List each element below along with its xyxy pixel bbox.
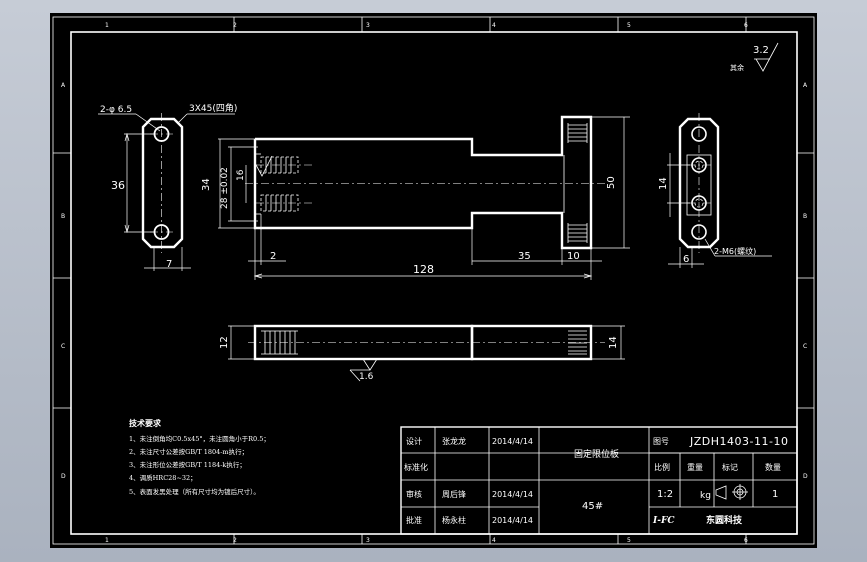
tb-design-name: 张龙龙 — [442, 436, 466, 446]
top-dim-14: 14 — [608, 336, 619, 349]
dim-36: 36 — [111, 179, 125, 192]
zone-bottom-6: 6 — [744, 537, 748, 544]
zone-bottom-4: 4 — [492, 537, 496, 544]
tech-req-item-1: 1、未注倒角均C0.5x45°，未注圆角小于R0.5； — [129, 434, 270, 443]
zone-top-4: 4 — [492, 22, 496, 29]
tb-qty-label: 数量 — [765, 462, 781, 472]
tb-weight-unit: kg — [700, 491, 711, 501]
dim-50: 50 — [606, 176, 617, 189]
tb-drawing-no-label: 图号 — [653, 437, 669, 446]
zone-bottom-1: 1 — [105, 537, 109, 544]
zone-ticks — [53, 17, 814, 544]
technical-requirements: 技术要求 1、未注倒角均C0.5x45°，未注圆角小于R0.5； 2、未注尺寸公… — [129, 418, 270, 496]
zone-top-2: 2 — [233, 22, 237, 29]
dim-34: 34 — [201, 178, 212, 191]
zone-top-5: 5 — [627, 22, 631, 29]
tb-qty: 1 — [772, 489, 778, 500]
title-block: 设计 张龙龙 2014/4/14 标准化 审核 周后锋 2014/4/14 批准… — [400, 426, 798, 535]
top-dim-12: 12 — [219, 336, 230, 349]
surface-finish-label: 其余 — [730, 63, 744, 72]
zone-bottom-5: 5 — [627, 537, 631, 544]
tb-company-name: 东圆科技 — [706, 514, 743, 526]
drawing-sheet: 1 2 3 4 5 6 1 2 3 4 5 6 A B C D A B C D … — [50, 13, 817, 548]
tb-drawing-no: JZDH1403-11-10 — [689, 435, 788, 448]
tb-design-label: 设计 — [406, 436, 422, 446]
zone-bottom-3: 3 — [366, 537, 370, 544]
dim-7: 7 — [166, 259, 172, 270]
tech-req-item-4: 4、调质HRC28~32； — [129, 473, 197, 482]
left-side-view: 2-φ 6.5 3X45(四角) 36 7 — [98, 102, 237, 271]
front-right-counterbore — [567, 123, 588, 243]
front-view: 34 28 ±0.02 16 50 2 35 10 128 — [201, 115, 630, 280]
dim-2: 2 — [270, 251, 276, 262]
dim-35: 35 — [518, 251, 531, 262]
tb-design-date: 2014/4/14 — [492, 437, 533, 446]
tb-approve-name: 杨永柱 — [442, 515, 466, 525]
projection-symbol — [715, 484, 748, 500]
zone-top-1: 1 — [105, 22, 109, 29]
zone-bottom-2: 2 — [233, 537, 237, 544]
left-view-outline — [141, 117, 184, 249]
zone-left-d: D — [61, 473, 66, 480]
tech-req-title: 技术要求 — [129, 418, 162, 428]
tb-part-name: 固定限位板 — [574, 448, 619, 460]
tb-review-name: 周后锋 — [442, 489, 466, 499]
zone-right-c: C — [803, 343, 807, 350]
zone-left-a: A — [61, 82, 66, 89]
top-roughness: 1.6 — [359, 372, 374, 382]
tb-review-date: 2014/4/14 — [492, 490, 533, 499]
tb-mark-label: 标记 — [722, 462, 738, 472]
tb-scale: 1:2 — [657, 489, 673, 500]
front-view-outline — [253, 115, 593, 250]
tb-scale-label: 比例 — [654, 462, 670, 472]
zone-right-d: D — [803, 473, 808, 480]
dim-128: 128 — [413, 263, 434, 276]
inner-border — [70, 31, 798, 535]
drawing-canvas: 1 2 3 4 5 6 1 2 3 4 5 6 A B C D A B C D … — [52, 16, 815, 545]
dim-16: 16 — [236, 169, 246, 181]
tech-req-item-2: 2、未注尺寸公差按GB/T 1804-m执行； — [129, 447, 248, 456]
thread-label: 2-M6(螺纹) — [714, 246, 756, 256]
top-view: 12 14 1.6 — [219, 324, 625, 382]
right-dim-6: 6 — [683, 254, 689, 265]
zone-right-b: B — [803, 213, 807, 220]
tb-standard-label: 标准化 — [404, 462, 428, 472]
outer-frame — [52, 16, 815, 545]
tb-material: 45# — [582, 501, 603, 512]
hole-label: 2-φ 6.5 — [100, 105, 132, 115]
tb-review-label: 审核 — [406, 489, 422, 499]
tb-weight-label: 重量 — [687, 462, 703, 472]
zone-right-a: A — [803, 82, 808, 89]
chamfer-label: 3X45(四角) — [189, 102, 237, 114]
right-dim-14: 14 — [658, 177, 669, 190]
tb-approve-label: 批准 — [406, 515, 422, 525]
zone-top-6: 6 — [744, 22, 748, 29]
zone-top-3: 3 — [366, 22, 370, 29]
dim-10: 10 — [567, 251, 580, 262]
tech-req-item-3: 3、未注形位公差按GB/T 1184-k执行； — [129, 460, 246, 469]
zone-left-c: C — [61, 343, 65, 350]
dim-28: 28 ±0.02 — [220, 167, 230, 209]
tech-req-item-5: 5、表面发黑处理（所有尺寸均为镀后尺寸）。 — [129, 487, 260, 496]
right-side-view: 14 6 2-M6(螺纹) — [658, 113, 772, 268]
surface-finish-symbol: 3.2 其余 — [730, 42, 779, 72]
zone-left-b: B — [61, 213, 65, 220]
surface-finish-value: 3.2 — [753, 45, 769, 56]
tb-approve-date: 2014/4/14 — [492, 516, 533, 525]
zone-labels: 1 2 3 4 5 6 1 2 3 4 5 6 A B C D A B C D — [61, 22, 808, 544]
tb-company-logo: I-FC — [652, 516, 675, 526]
